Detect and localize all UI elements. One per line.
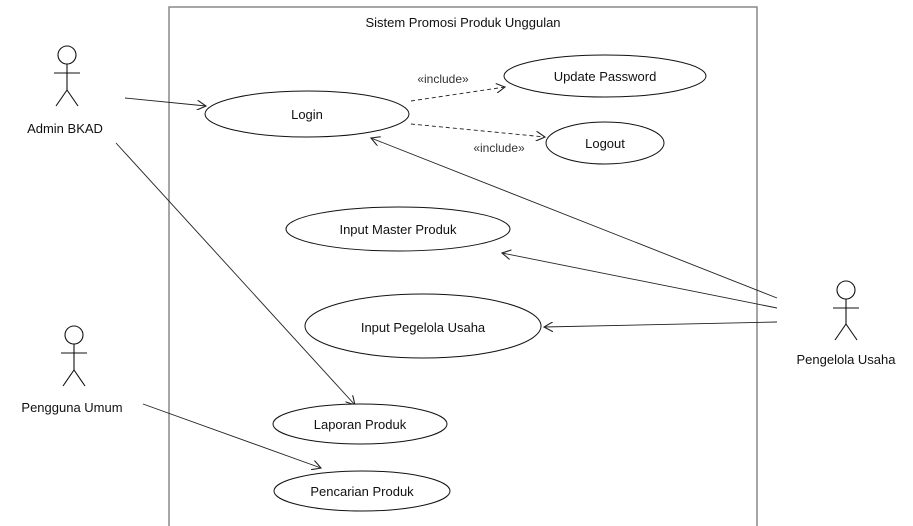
assoc-pengguna-pencarian [142,403,321,468]
assoc-admin-laporan [115,142,355,405]
use-case-logout: Logout [545,121,665,165]
assoc-admin-login [124,97,206,106]
actor-pengelola-usaha-label: Pengelola Usaha [796,352,896,367]
use-case-pencarian-produk: Pencarian Produk [273,470,451,512]
actor-pengguna-umum: Pengguna Umum [21,325,123,415]
use-case-update-password: Update Password [503,54,707,98]
use-case-input-pegelola-usaha-label: Input Pegelola Usaha [361,320,486,335]
include-label-update: «include» [417,72,469,86]
assoc-pengelola-master [502,253,778,309]
use-case-input-pegelola-usaha: Input Pegelola Usaha [304,293,542,359]
include-label-logout: «include» [473,141,525,155]
stick-figure-icon [54,45,80,107]
use-case-laporan-produk: Laporan Produk [272,403,448,445]
use-case-logout-label: Logout [585,136,625,151]
actor-admin-bkad-label: Admin BKAD [27,121,103,136]
actor-admin-bkad: Admin BKAD [27,45,103,136]
actor-pengguna-umum-label: Pengguna Umum [21,400,122,415]
use-case-update-password-label: Update Password [554,69,657,84]
use-case-login: Login [204,90,410,138]
assoc-pengelola-login [371,138,778,299]
assoc-pengelola-pegelola [544,321,778,327]
stick-figure-icon [833,280,859,341]
stick-figure-icon [61,325,87,387]
use-case-login-label: Login [291,107,323,122]
include-login-update [410,87,505,102]
use-case-laporan-produk-label: Laporan Produk [314,417,407,432]
system-title: Sistem Promosi Produk Unggulan [365,15,560,30]
use-case-input-master-produk: Input Master Produk [285,206,511,252]
use-case-pencarian-produk-label: Pencarian Produk [310,484,414,499]
include-login-logout [410,123,545,137]
actor-pengelola-usaha: Pengelola Usaha [796,280,896,367]
use-case-input-master-produk-label: Input Master Produk [339,222,457,237]
